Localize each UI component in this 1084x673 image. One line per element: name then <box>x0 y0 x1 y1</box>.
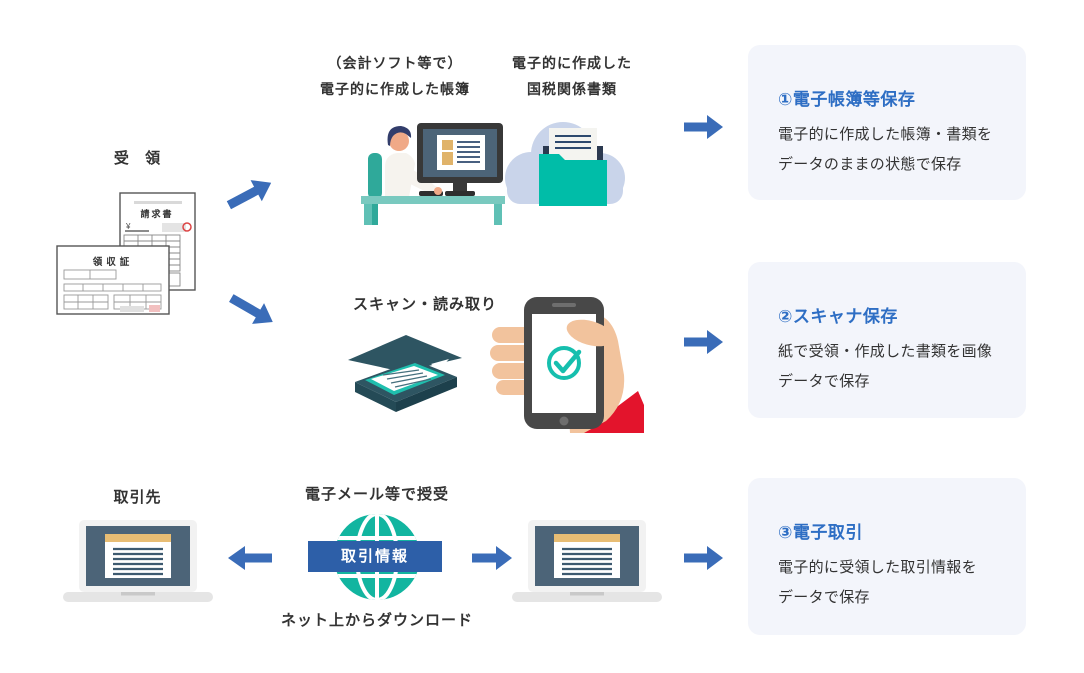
arrow-right-icon <box>472 546 512 570</box>
result-body-electronic-ledger: 電子的に作成した帳簿・書類を データのままの状態で保存 <box>778 120 1002 180</box>
laptop-icon <box>63 520 213 602</box>
tax-documents-label: 電子的に作成した 国税関係書類 <box>487 50 657 102</box>
cloud-folder-icon <box>505 122 625 206</box>
result-title-scanner: ②スキャナ保存 <box>778 307 898 326</box>
receipt-title: 領収証 <box>93 256 134 268</box>
email-exchange-label: 電子メール等で授受 <box>304 486 449 503</box>
result-box-scanner: ②スキャナ保存 紙で受領・作成した書類を画像 データで保存 <box>748 262 1026 418</box>
result-body-line1: 紙で受領・作成した書類を画像 <box>778 343 993 360</box>
receipt-source-label: 受 領 <box>113 150 167 167</box>
result-body-electronic-transaction: 電子的に受領した取引情報を データで保存 <box>778 553 1002 613</box>
download-label: ネット上からダウンロード <box>281 612 474 629</box>
result-body-line2: データで保存 <box>778 373 870 390</box>
result-body-line1: 電子的に受領した取引情報を <box>778 559 977 576</box>
transaction-info-banner: 取引情報 <box>308 541 442 572</box>
ledger-software-label-line2: 電子的に作成した帳簿 <box>320 81 470 97</box>
result-title-electronic-transaction: ③電子取引 <box>778 523 863 542</box>
scanner-icon <box>348 335 462 412</box>
trading-partner-label: 取引先 <box>113 489 162 506</box>
paper-documents-illustration: 請求書 ¥ 領収証 <box>56 192 196 315</box>
result-body-line2: データのままの状態で保存 <box>778 156 962 173</box>
arrow-right-icon <box>684 115 723 139</box>
arrow-down-right-icon <box>225 288 279 333</box>
invoice-title: 請求書 <box>140 208 173 219</box>
result-title-electronic-ledger: ①電子帳簿等保存 <box>778 90 916 109</box>
ledger-software-label-line1: （会計ソフト等で） <box>327 55 463 71</box>
tax-documents-label-line1: 電子的に作成した <box>512 55 632 71</box>
scan-label: スキャン・読み取り <box>352 296 497 313</box>
arrow-left-icon <box>228 546 272 570</box>
result-body-line2: データで保存 <box>778 589 870 606</box>
tax-documents-label-line2: 国税関係書類 <box>527 81 617 97</box>
ledger-software-label: （会計ソフト等で） 電子的に作成した帳簿 <box>298 50 492 102</box>
svg-text:¥: ¥ <box>125 222 131 231</box>
result-box-electronic-ledger: ①電子帳簿等保存 電子的に作成した帳簿・書類を データのままの状態で保存 <box>748 45 1026 200</box>
result-box-electronic-transaction: ③電子取引 電子的に受領した取引情報を データで保存 <box>748 478 1026 635</box>
arrow-up-right-icon <box>223 172 277 216</box>
person-computer-illustration <box>361 123 505 225</box>
arrow-right-icon <box>684 546 723 570</box>
receipt-document-icon: 領収証 <box>56 245 170 315</box>
smartphone-hand-icon <box>490 297 644 433</box>
laptop-icon <box>512 520 662 602</box>
arrow-right-icon <box>684 330 723 354</box>
result-body-line1: 電子的に作成した帳簿・書類を <box>778 126 993 143</box>
result-body-scanner: 紙で受領・作成した書類を画像 データで保存 <box>778 337 1002 397</box>
